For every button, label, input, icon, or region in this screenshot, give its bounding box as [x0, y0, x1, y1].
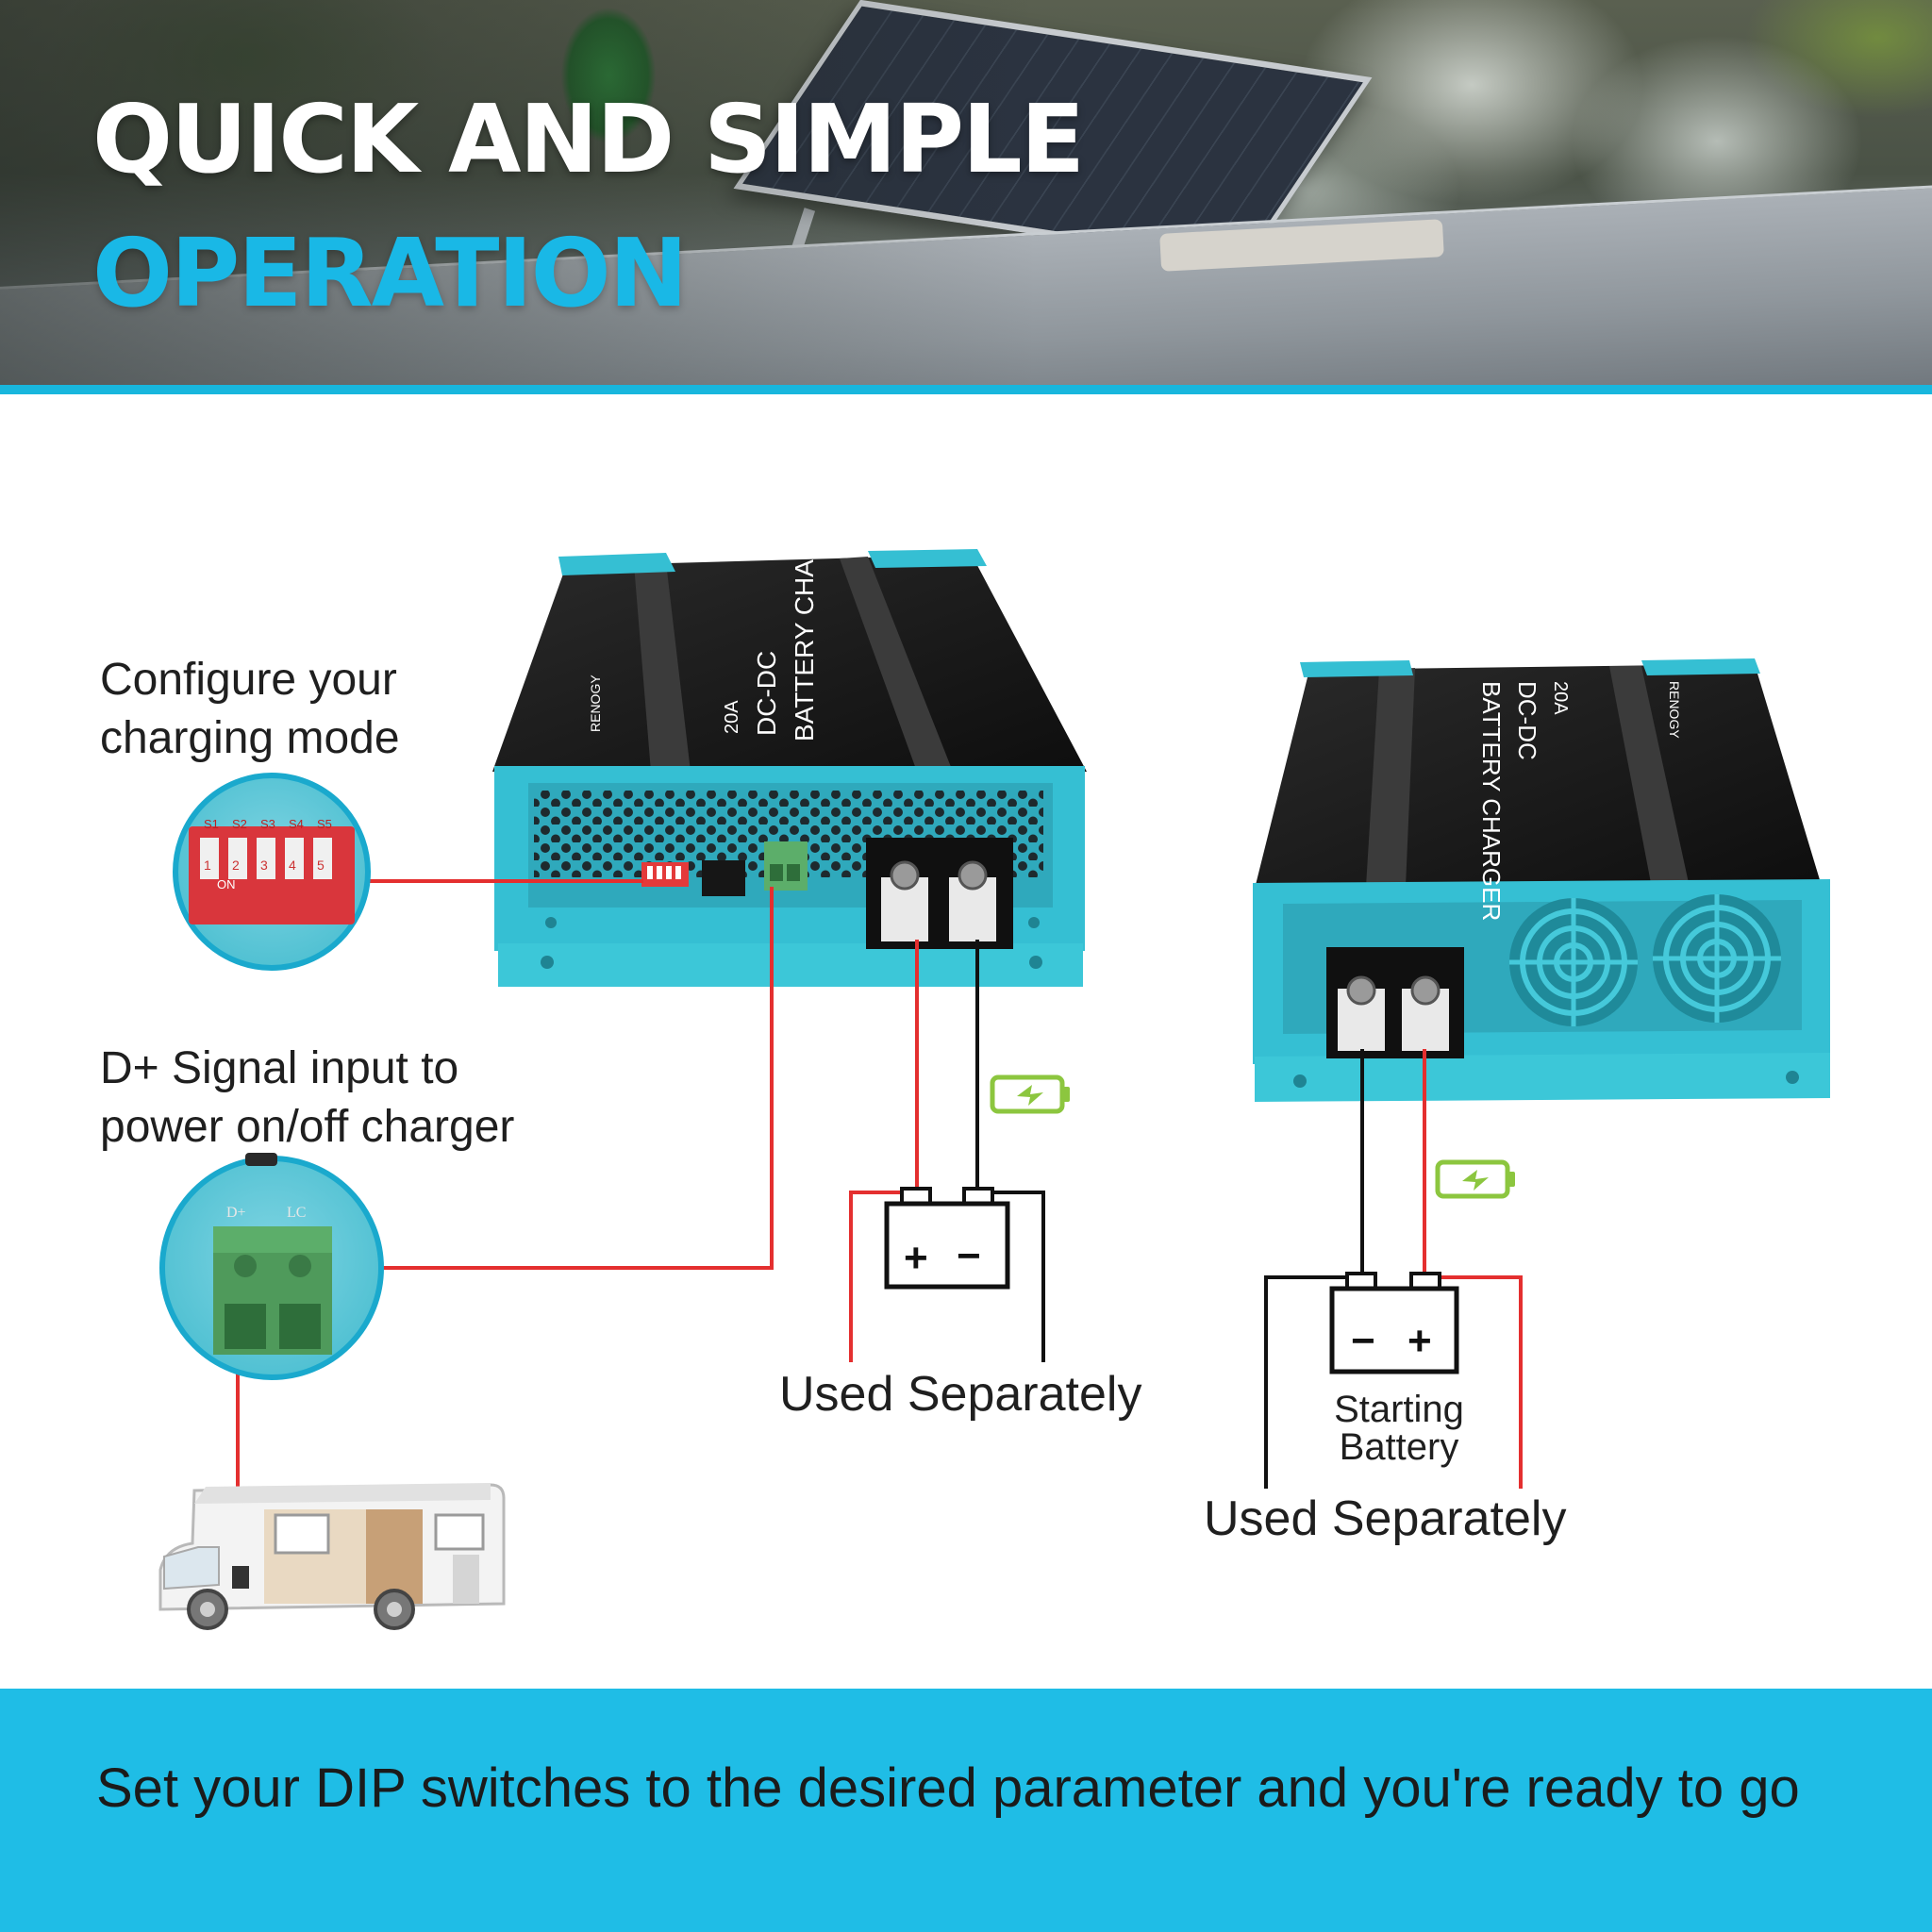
page-title-line2: OPERATION: [92, 218, 688, 328]
charging-mode-line1: Configure your: [100, 655, 397, 705]
battery1-positive-lead: [849, 1191, 906, 1362]
cooling-fan-1: [1509, 898, 1638, 1026]
battery1-negative-lead: [992, 1191, 1045, 1362]
footer-band: [0, 1689, 1932, 1932]
charger-front-rating: 20A: [722, 700, 742, 734]
dip-label-s3: S3: [260, 817, 275, 831]
charger-front-line2: BATTERY CHARGER: [790, 483, 819, 741]
battery-charging-icon: [990, 1074, 1070, 1114]
terminal-label-d-plus: D+: [226, 1205, 246, 1221]
d-plus-leader-line: [383, 887, 774, 1270]
wiring-diagram: 20A DC-DC BATTERY CHARGER RENOGY: [158, 483, 1830, 1630]
battery2-plus: +: [1407, 1318, 1432, 1364]
charger-rear-line1: DC-DC: [1513, 681, 1541, 760]
dip-switch-zoom: S1 S2 S3 S4 S5 1 2 3 4 5 ON: [173, 773, 371, 971]
wiring-lines: [236, 879, 1523, 1585]
dip-number-5: 5: [317, 858, 325, 873]
banner-shade: [0, 0, 1038, 385]
dip-switch-levers: [200, 838, 332, 879]
footer-text: Set your DIP switches to the desired par…: [96, 1757, 1800, 1819]
d-signal-callout: D+ Signal input to power on/off charger: [100, 1040, 514, 1157]
charger-rear-line2: BATTERY CHARGER: [1477, 681, 1506, 921]
charger-rear-rating: 20A: [1550, 681, 1571, 715]
d-signal-line1: D+ Signal input to: [100, 1043, 459, 1093]
dip-number-2: 2: [232, 858, 240, 873]
d-plus-terminal-zoom: D+ LC: [159, 1153, 384, 1380]
battery2-positive-lead: [1438, 1275, 1523, 1489]
dip-label-s4: S4: [289, 817, 304, 831]
car-battery-icon-2: − +: [1329, 1272, 1459, 1374]
d-signal-line2: power on/off charger: [100, 1102, 515, 1152]
cooling-fan-2: [1653, 894, 1781, 1023]
battery2-caption: Used Separately: [1204, 1491, 1567, 1546]
page-title-line1: QUICK AND SIMPLE: [92, 84, 1085, 194]
charger-rear-brand: RENOGY: [1667, 681, 1682, 739]
motorhome-icon: [158, 1483, 506, 1630]
terminal-label-lc: LC: [287, 1205, 306, 1221]
charging-mode-callout: Configure your charging mode: [100, 651, 400, 768]
battery1-caption: Used Separately: [779, 1367, 1142, 1422]
charger-front-brand: RENOGY: [588, 675, 603, 732]
dip-label-s1: S1: [204, 817, 219, 831]
battery1-minus: −: [957, 1233, 981, 1279]
battery2-negative-lead: [1264, 1275, 1351, 1489]
dip-on-text: ON: [217, 877, 236, 891]
charging-mode-line2: charging mode: [100, 713, 400, 763]
dip-number-4: 4: [289, 858, 296, 873]
dc-dc-charger-front: 20A DC-DC BATTERY CHARGER RENOGY: [492, 483, 1087, 987]
header-banner: [0, 0, 1932, 385]
charger-front-line1: DC-DC: [752, 651, 781, 736]
dip-label-s5: S5: [317, 817, 332, 831]
dip-number-1: 1: [204, 858, 211, 873]
battery-charging-icon: [1435, 1159, 1515, 1199]
dip-number-3: 3: [260, 858, 268, 873]
dc-dc-charger-rear: 20A DC-DC BATTERY CHARGER RENOGY: [1253, 658, 1830, 1102]
rj-port: [702, 860, 745, 896]
dip-label-s2: S2: [232, 817, 247, 831]
car-battery-icon-1: + −: [884, 1187, 1010, 1290]
battery2-minus: −: [1351, 1318, 1375, 1364]
battery1-plus: +: [904, 1235, 928, 1281]
starting-battery-label: Starting Battery: [1334, 1389, 1464, 1468]
banner-accent-stripe: [0, 385, 1932, 394]
